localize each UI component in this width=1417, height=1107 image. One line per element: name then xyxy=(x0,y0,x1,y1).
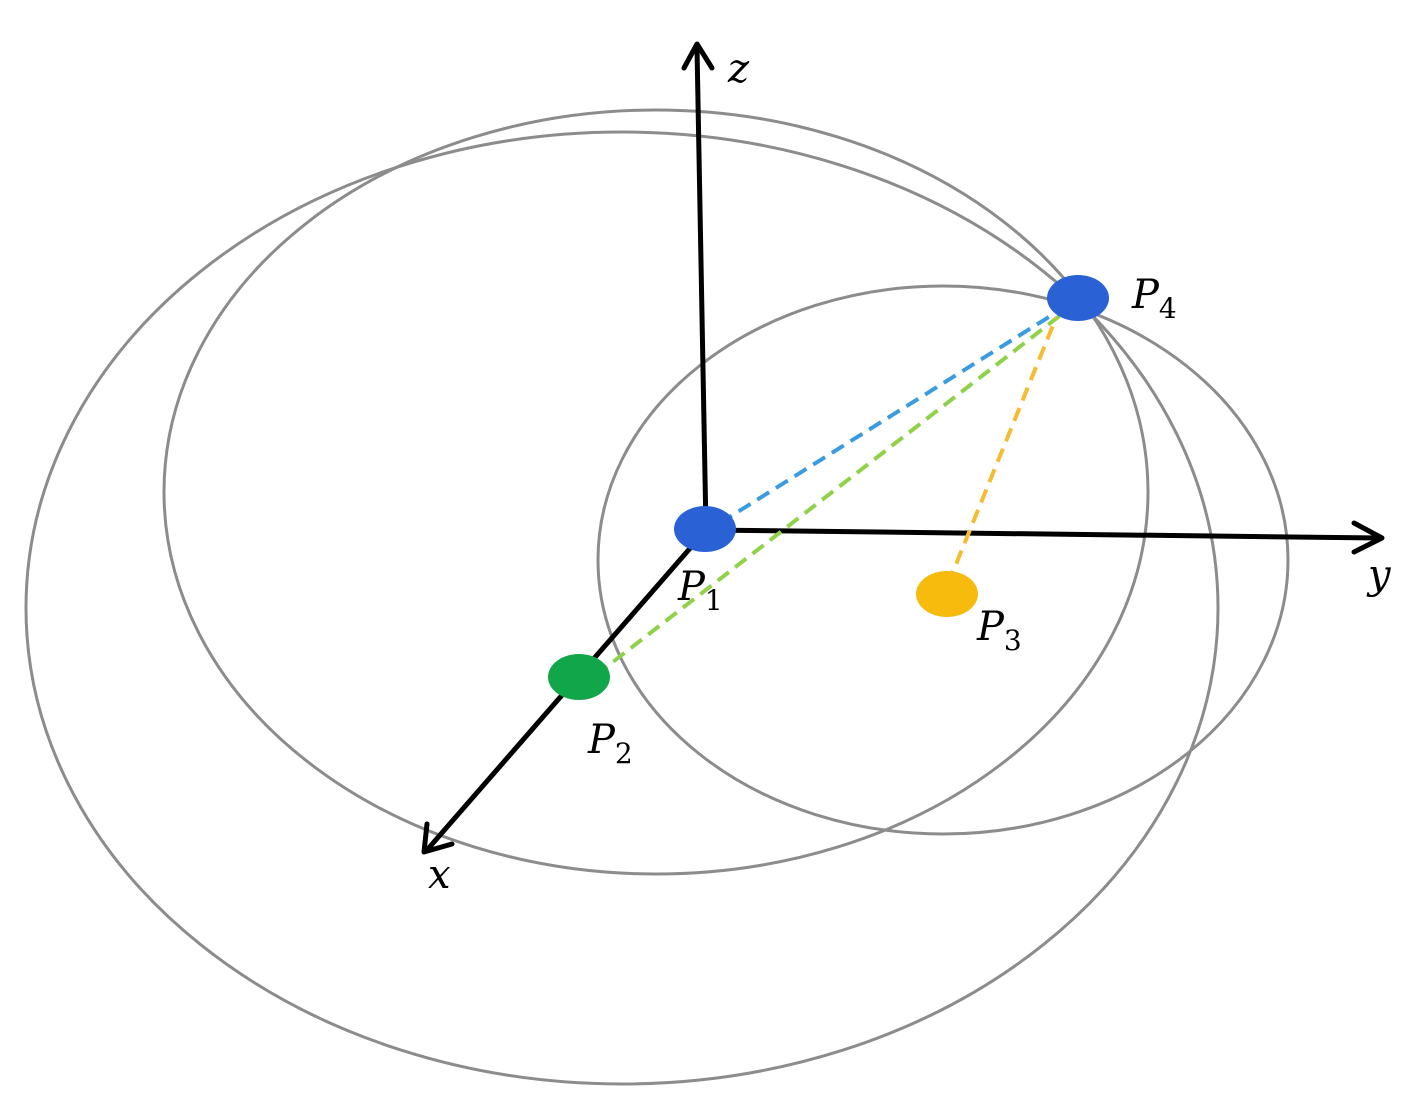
point-label-p4-sub: 4 xyxy=(1159,292,1177,325)
point-p2 xyxy=(548,654,610,700)
distance-line-p1-p4 xyxy=(718,308,1062,525)
z-axis-arrowhead xyxy=(681,41,715,71)
range-circle-p2 xyxy=(24,130,1220,1086)
distance-line-p2-p4 xyxy=(594,312,1064,677)
point-label-p1-sub: 1 xyxy=(705,584,723,617)
z-axis xyxy=(694,47,709,531)
x-axis-label: x xyxy=(428,852,451,898)
y-axis xyxy=(705,527,1381,541)
point-label-p4-letter: P xyxy=(1131,272,1160,318)
range-circle-p3 xyxy=(596,284,1290,836)
point-label-p3-sub: 3 xyxy=(1004,624,1022,657)
point-p3 xyxy=(916,571,978,617)
point-label-p3-letter: P xyxy=(976,604,1005,650)
y-axis-arrowhead xyxy=(1351,520,1385,555)
point-label-p3: P3 xyxy=(976,604,1022,657)
y-axis-label: y xyxy=(1366,552,1392,598)
x-axis-arrowhead xyxy=(421,821,455,855)
point-p4 xyxy=(1047,275,1109,321)
range-circle-p1 xyxy=(162,108,1150,876)
z-axis-label: z xyxy=(727,46,750,92)
point-label-p1: P1 xyxy=(677,564,723,617)
point-label-p2: P2 xyxy=(587,717,633,770)
point-label-p1-letter: P xyxy=(677,564,706,610)
point-label-p2-sub: 2 xyxy=(615,737,633,770)
point-label-p2-letter: P xyxy=(587,717,616,763)
point-label-p4: P4 xyxy=(1131,272,1177,325)
distance-line-p3-p4 xyxy=(946,317,1058,585)
point-p1 xyxy=(674,506,736,552)
